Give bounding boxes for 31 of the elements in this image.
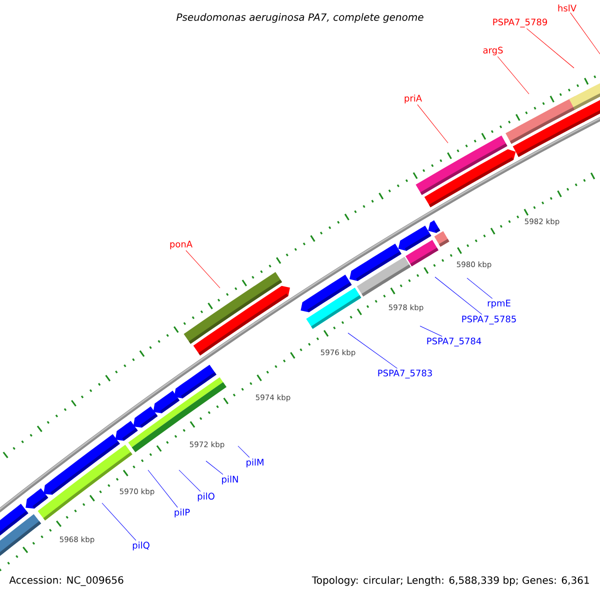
leader-line [466, 278, 493, 299]
title: Pseudomonas aeruginosa PA7, complete genome [176, 13, 424, 23]
gene-label: PSPA7_5789 [493, 18, 548, 28]
genome-info-text: Topology: circular; Length: 6,588,339 bp; Genes: 6,361 [312, 576, 589, 586]
leader-line [178, 470, 201, 492]
gene-label: pilQ [132, 542, 150, 550]
leader-line [434, 276, 482, 315]
gene-label: pilN [222, 476, 238, 484]
gene-label: pilO [198, 492, 214, 502]
leader-line [420, 326, 442, 337]
gene-label: argS [483, 46, 503, 56]
leader-line [186, 250, 220, 288]
leader-line [102, 502, 136, 541]
leader-line [148, 470, 178, 508]
gene-label: pilP [174, 508, 190, 518]
leader-line [417, 104, 448, 144]
leader-line [206, 460, 224, 475]
gene-label: rpmE [488, 300, 510, 308]
gene-label: PSPA7_5783 [378, 370, 432, 378]
gene-label: pilM [246, 458, 264, 468]
gene-label: PSPA7_5785 [462, 316, 516, 324]
leader-line [348, 332, 398, 369]
gene-label: ponA [170, 240, 192, 250]
gene-label: priA [404, 94, 422, 104]
accession-text: Accession: NC_009656 [9, 576, 124, 586]
leader-line [497, 56, 530, 94]
gene-label: PSPA7_5784 [427, 338, 482, 346]
leader-line [570, 12, 600, 54]
leader-line [238, 446, 250, 458]
gene-label: hslV [558, 4, 576, 12]
leader-line [526, 28, 574, 68]
